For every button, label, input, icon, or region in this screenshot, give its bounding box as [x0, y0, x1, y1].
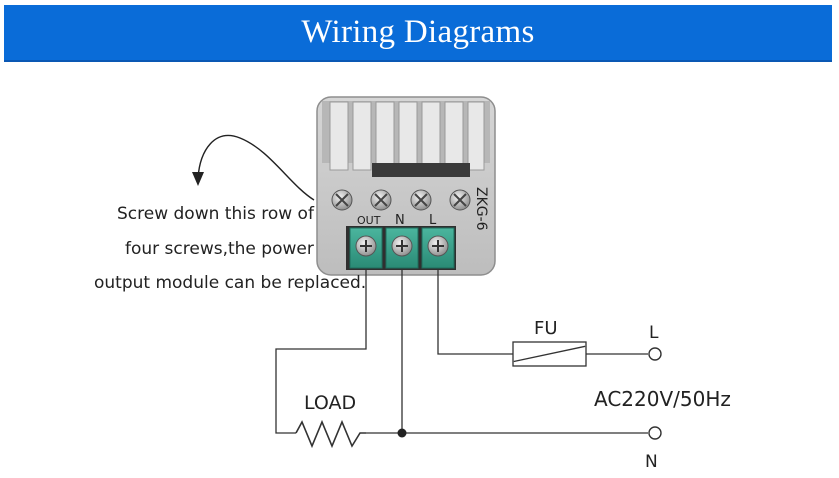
- supply-terminal-neutral: [648, 426, 662, 440]
- junction-dot: [397, 428, 407, 438]
- fuse: [512, 341, 587, 367]
- power-module: ZKG-6 OUT N L: [316, 96, 496, 276]
- supply-voltage-label: AC220V/50Hz: [594, 387, 731, 411]
- callout-arrow: [192, 134, 315, 201]
- heat-sink: [322, 101, 490, 177]
- load-label: LOAD: [304, 392, 357, 414]
- note-line-1: Screw down this row of: [117, 204, 314, 224]
- module-model-label: ZKG-6: [473, 187, 489, 231]
- note-line-2: four screws,the power: [125, 239, 314, 259]
- fuse-label: FU: [534, 318, 558, 339]
- terminal-label-l: L: [429, 213, 437, 228]
- supply-terminal-live: [648, 347, 662, 361]
- neutral-terminal-label: N: [645, 452, 658, 472]
- live-terminal-label: L: [649, 323, 659, 343]
- terminal-block: [346, 226, 456, 270]
- note-line-3: output module can be replaced.: [94, 273, 367, 293]
- load-resistor: [295, 419, 366, 449]
- screw-row: [331, 189, 471, 211]
- terminal-label-out: OUT: [357, 214, 381, 227]
- terminal-label-n: N: [395, 213, 405, 228]
- page-title: Wiring Diagrams: [301, 14, 535, 50]
- title-banner: Wiring Diagrams: [4, 5, 832, 62]
- wires: [275, 270, 648, 434]
